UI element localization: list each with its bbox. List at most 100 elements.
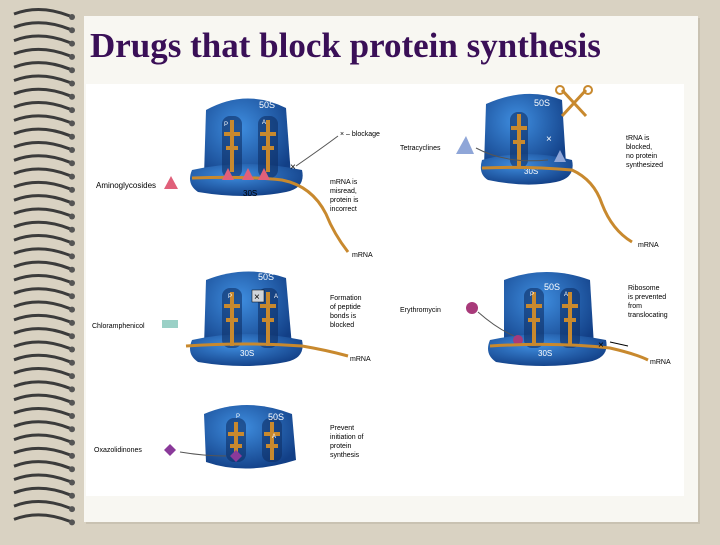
trna-right <box>264 422 280 460</box>
coil-loop <box>13 61 71 71</box>
coil-loop <box>13 180 71 191</box>
site-a: A <box>564 292 568 298</box>
site-a: A <box>262 120 266 126</box>
trna-right <box>260 292 276 346</box>
trna-left <box>224 292 240 346</box>
coil-loop <box>13 21 71 31</box>
coil-loop <box>13 234 71 244</box>
panel-oxazolidinones: 50S P A Oxazolidinones Prevent initiatio… <box>94 405 364 469</box>
coil-loop <box>13 260 71 271</box>
svg-text:blocked,: blocked, <box>626 144 652 151</box>
panel-tetracyclines: 50S 30S × Tetracyclines tRNA is blocked,… <box>400 85 663 249</box>
label-50s: 50S <box>544 282 560 292</box>
binding-hole <box>69 333 75 340</box>
label-30s: 30S <box>243 189 257 198</box>
panel-erythromycin: 50S P A 30S Erythromycin × Ribosome is p… <box>400 272 671 366</box>
panel-aminoglycosides: 50S P A 30S Aminoglycosides × × – blocka… <box>96 98 380 259</box>
binding-hole <box>69 147 75 153</box>
site-a: A <box>272 434 276 440</box>
x-mark-icon: × <box>598 340 604 351</box>
binding-hole <box>69 213 75 220</box>
site-p: P <box>530 292 534 298</box>
coil-loop <box>13 500 71 510</box>
mrna-strand <box>191 175 350 253</box>
x-mark-icon: × <box>546 134 552 145</box>
drug-molecule-free <box>466 302 478 314</box>
panel-chloramphenicol: × 50S P A 30S Chloramphenicol Formation … <box>92 271 371 366</box>
label-30s: 30S <box>538 349 552 358</box>
mrna-label: mRNA <box>352 252 373 259</box>
x-mark-icon <box>251 289 265 303</box>
coil-loop <box>13 87 71 98</box>
svg-text:Formation: Formation <box>330 295 362 302</box>
small-subunit <box>480 154 573 185</box>
coil-loop <box>13 207 71 217</box>
coil-loop <box>13 8 71 18</box>
svg-text:of peptide: of peptide <box>330 304 361 311</box>
binding-hole <box>69 519 75 526</box>
binding-hole <box>69 479 75 486</box>
coil-loop <box>13 393 71 404</box>
svg-text:from: from <box>628 303 642 310</box>
drug-molecule-free <box>162 320 178 328</box>
effect-text: mRNA is misread, protein is incorrect <box>330 179 359 213</box>
binding-hole <box>69 14 75 20</box>
coil-loop <box>13 127 71 138</box>
binding-hole <box>69 399 75 406</box>
mrna-strand <box>185 342 349 358</box>
mrna-label: mRNA <box>650 359 671 366</box>
effect-text: Prevent initiation of protein synthesis <box>330 425 364 459</box>
effect-text: Ribosome is prevented from translocating <box>628 285 668 319</box>
effect-text: Formation of peptide bonds is blocked <box>330 295 362 329</box>
svg-text:Prevent: Prevent <box>330 425 354 432</box>
coil-loop <box>13 420 71 430</box>
binding-hole <box>69 466 75 473</box>
binding-hole <box>69 240 75 247</box>
effect-text: tRNA is blocked, no protein synthesized <box>626 135 663 169</box>
drug-name: Oxazolidinones <box>94 447 142 454</box>
binding-hole <box>69 492 75 499</box>
coil-loop <box>13 446 71 457</box>
svg-text:synthesis: synthesis <box>330 452 360 459</box>
binding-hole <box>69 506 75 513</box>
coil-loop <box>13 141 71 151</box>
coil-loop <box>13 433 71 443</box>
binding-hole <box>69 439 75 446</box>
binding-hole <box>69 346 75 353</box>
svg-text:tRNA is: tRNA is <box>626 135 650 142</box>
svg-text:mRNA is: mRNA is <box>330 179 358 186</box>
mrna-strand <box>489 342 649 362</box>
binding-hole <box>69 67 75 74</box>
notebook-binding <box>0 0 80 540</box>
svg-text:misread,: misread, <box>330 188 357 195</box>
coil-loop <box>13 353 71 364</box>
coil-loop <box>13 101 71 111</box>
trna-right <box>562 292 578 346</box>
diagram-figure: 50S P A 30S Aminoglycosides × × – blocka… <box>86 84 684 496</box>
binding-hole <box>69 319 75 326</box>
svg-text:Ribosome: Ribosome <box>628 285 660 292</box>
label-30s: 30S <box>524 167 538 176</box>
svg-text:protein: protein <box>330 443 352 450</box>
svg-text:incorrect: incorrect <box>330 206 357 213</box>
drug-molecule <box>222 168 234 180</box>
binding-hole <box>69 373 75 380</box>
binding-hole <box>69 93 75 100</box>
mrna-strand <box>481 165 633 244</box>
coil-loop <box>13 194 71 204</box>
coil-loop <box>13 407 71 417</box>
coil-loop <box>13 486 71 497</box>
binding-hole <box>69 200 75 207</box>
trna-left <box>224 120 240 172</box>
coil-loop <box>13 327 71 337</box>
coil-loop <box>13 74 71 84</box>
trna-right <box>260 120 276 172</box>
svg-text:protein is: protein is <box>330 197 359 204</box>
binding-hole <box>69 186 75 193</box>
coil-loop <box>13 473 71 483</box>
site-p: P <box>224 122 228 128</box>
binding-hole <box>69 280 75 286</box>
binding-hole <box>69 40 75 47</box>
drug-molecule <box>230 450 242 462</box>
drug-name: Chloramphenicol <box>92 323 145 330</box>
